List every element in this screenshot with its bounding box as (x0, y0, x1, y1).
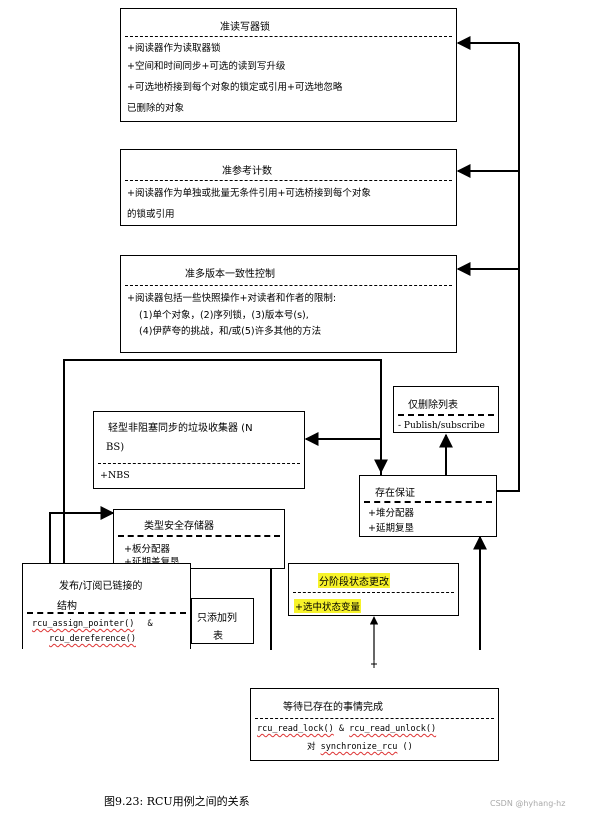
box-title-cont: 表 (213, 631, 223, 642)
code-amp: & (333, 724, 350, 734)
box-title: 轻型非阻塞同步的垃圾收集器 (N (108, 423, 253, 434)
box-line: 的锁或引用 (127, 209, 175, 220)
box-line: +可选地桥接到每个对象的锁定或引用+可选地忽略 (127, 82, 343, 93)
box-title: 存在保证 (375, 488, 415, 499)
code-line: rcu_dereference() (49, 634, 136, 644)
dashed-divider (125, 285, 452, 286)
code-amp: & (142, 619, 153, 629)
box-line: +阅读器作为读取器锁 (127, 43, 221, 54)
code-rcu-dereference: rcu_dereference() (49, 634, 136, 644)
quasi-mvcc-box: 准多版本一致性控制 +阅读器包括一些快照操作+对读者和作者的限制: (1)单个对… (120, 255, 457, 353)
code-line: 对 synchronize_rcu () (307, 740, 413, 752)
box-title: 准读写器锁 (220, 22, 270, 33)
code-line: rcu_assign_pointer() & (32, 619, 153, 629)
arrow-pubsub-to-existence (63, 359, 388, 563)
box-line: 已删除的对象 (127, 103, 185, 114)
code-rcu-assign-pointer: rcu_assign_pointer() (32, 619, 135, 629)
box-line: +空间和时间同步+可选的读到写升级 (127, 61, 286, 72)
box-line: +延期复垦 (368, 523, 414, 534)
dashed-divider (364, 501, 492, 503)
phased-state-change-box: 分阶段状态更改 +选中状态变量 (288, 563, 459, 616)
arrow-pubsub-to-type-safe (49, 506, 115, 563)
code-prefix: 对 (307, 742, 321, 752)
box-title: 等待已存在的事情完成 (283, 702, 383, 713)
box-title: 发布/订阅已链接的 (59, 581, 143, 592)
dashed-divider (27, 612, 186, 614)
box-title: 仅删除列表 (408, 400, 458, 411)
dashed-divider (125, 36, 452, 37)
tick-mark (371, 660, 377, 668)
type-safe-memory-box: 类型安全存储器 +板分配器 +延期盖复垦 (113, 509, 285, 569)
arrow-existence-to-right-bus (497, 43, 520, 492)
box-line: (1)单个对象，(2)序列锁，(3)版本号(s), (139, 310, 309, 321)
dashed-divider (398, 414, 494, 416)
code-parens: () (397, 742, 413, 752)
quasi-reader-writer-lock-box: 准读写器锁 +阅读器作为读取器锁 +空间和时间同步+可选的读到写升级 +可选地桥… (120, 8, 457, 122)
dashed-divider (98, 463, 300, 464)
dashed-divider (293, 592, 454, 593)
arrow-to-nbs-gc (304, 432, 382, 475)
box-line: (4)伊萨夸的挑战，和/或(5)许多其他的方法 (139, 326, 322, 337)
add-only-list-box: 只添加列 表 (191, 598, 254, 644)
wait-pre-existing-box: 等待已存在的事情完成 rcu_read_lock() & rcu_read_un… (250, 688, 499, 761)
box-line: +选中状态变量 (294, 599, 361, 613)
box-title: 准参考计数 (222, 166, 272, 177)
nbs-garbage-collector-box: 轻型非阻塞同步的垃圾收集器 (N BS) +NBS (93, 411, 305, 489)
code-rcu-read-unlock: rcu_read_unlock() (349, 724, 437, 734)
box-title-cont: 结构 (57, 601, 77, 612)
dashed-divider (125, 180, 452, 181)
pubsub-linked-structure-box: 发布/订阅已链接的 结构 rcu_assign_pointer() & rcu_… (22, 563, 191, 649)
box-line: - Publish/subscribe (398, 421, 485, 431)
code-rcu-read-lock: rcu_read_lock() (257, 724, 334, 734)
dashed-divider (255, 718, 494, 719)
box-title: 准多版本一致性控制 (185, 269, 275, 280)
box-title: 只添加列 (197, 613, 237, 624)
delete-only-list-box: 仅删除列表 - Publish/subscribe (393, 386, 499, 433)
watermark: CSDN @hyhang-hz (490, 799, 566, 808)
quasi-reference-count-box: 准参考计数 +阅读器作为单独或批量无条件引用+可选桥接到每个对象 的锁或引用 (120, 149, 457, 226)
box-title: 分阶段状态更改 (318, 573, 390, 588)
dashed-divider (118, 535, 280, 537)
existence-guarantee-box: 存在保证 +堆分配器 +延期复垦 (359, 475, 497, 537)
box-title: 类型安全存储器 (144, 521, 214, 532)
box-line: +NBS (100, 470, 130, 481)
box-line: +延期盖复垦 (124, 554, 179, 568)
box-title-cont: BS) (106, 442, 125, 453)
figure-caption: 图9.23: RCU用例之间的关系 (104, 795, 250, 808)
box-line: +阅读器包括一些快照操作+对读者和作者的限制: (127, 293, 337, 304)
box-line: +板分配器 (124, 544, 170, 555)
code-line: rcu_read_lock() & rcu_read_unlock() (257, 724, 436, 734)
box-line: +阅读器作为单独或批量无条件引用+可选桥接到每个对象 (127, 188, 371, 199)
code-synchronize-rcu: synchronize_rcu (320, 742, 398, 752)
box-line: +堆分配器 (368, 508, 414, 519)
